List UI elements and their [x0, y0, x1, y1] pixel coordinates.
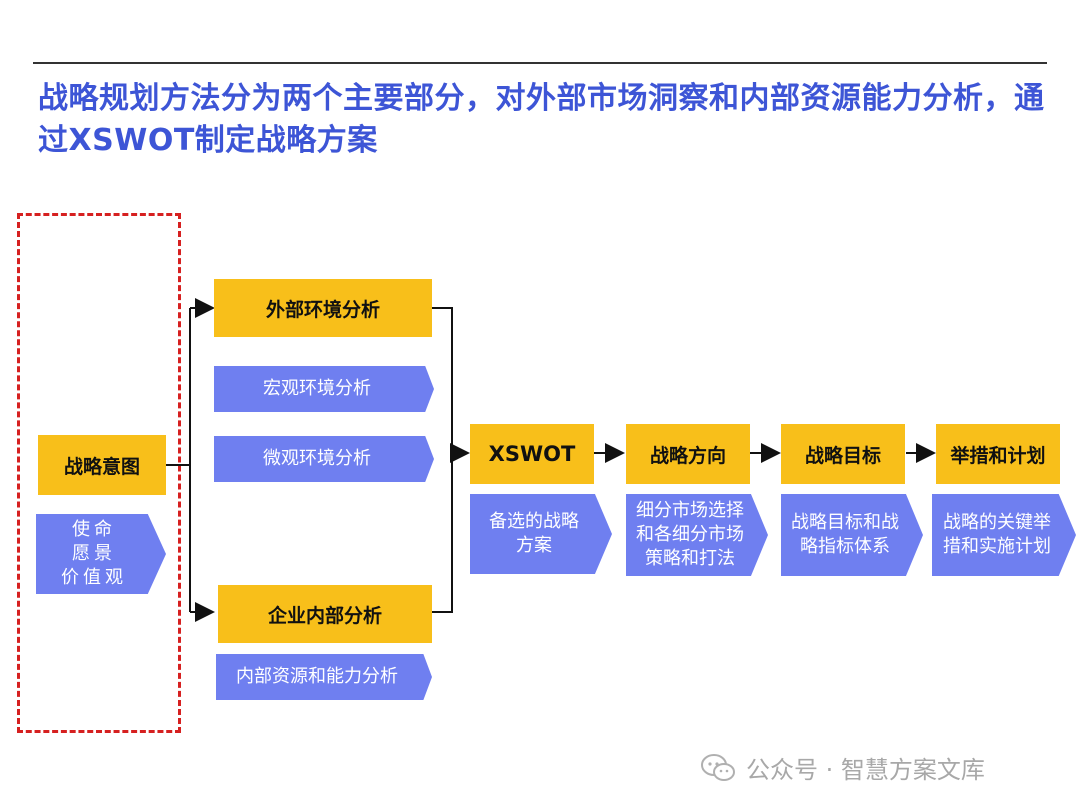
mission-chevron: 使命 愿景 价值观: [36, 514, 166, 594]
direction-label: 战略方向: [649, 444, 726, 467]
goal-desc-text: 战略目标和战 略指标体系: [791, 512, 899, 557]
external-analysis-label: 外部环境分析: [265, 298, 380, 321]
xswot-box: XSWOT: [470, 424, 594, 484]
xswot-desc-text: 备选的战略 方案: [489, 511, 579, 556]
external-to-merge: [432, 307, 453, 613]
xswot-label: XSWOT: [488, 442, 576, 466]
xswot-desc-chevron: 备选的战略 方案: [470, 494, 612, 574]
intent-dashed-frame: [17, 213, 181, 733]
internal-analysis-box: 企业内部分析: [218, 585, 432, 643]
top-divider: [33, 62, 1047, 64]
resource-text: 内部资源和能力分析: [236, 666, 398, 687]
goal-label: 战略目标: [804, 444, 881, 467]
external-analysis-box: 外部环境分析: [214, 279, 432, 337]
macro-text: 宏观环境分析: [263, 378, 371, 399]
watermark: 公众号 · 智慧方案文库: [700, 750, 985, 785]
internal-analysis-label: 企业内部分析: [267, 604, 382, 627]
plan-box: 举措和计划: [936, 424, 1060, 484]
plan-label: 举措和计划: [950, 444, 1046, 467]
mission-text: 使命 愿景 价值观: [61, 519, 127, 588]
watermark-text: 公众号 · 智慧方案文库: [746, 756, 985, 784]
macro-chevron: 宏观环境分析: [214, 366, 434, 412]
direction-box: 战略方向: [626, 424, 750, 484]
goal-box: 战略目标: [781, 424, 905, 484]
plan-desc-text: 战略的关键举 措和实施计划: [943, 512, 1051, 557]
resource-chevron: 内部资源和能力分析: [216, 654, 432, 700]
goal-desc-chevron: 战略目标和战 略指标体系: [781, 494, 923, 576]
micro-text: 微观环境分析: [263, 448, 371, 469]
direction-desc-text: 细分市场选择 和各细分市场 策略和打法: [636, 500, 744, 569]
intent-box: 战略意图: [38, 435, 166, 495]
wechat-icon: [701, 753, 735, 781]
page-title: 战略规划方法分为两个主要部分，对外部市场洞察和内部资源能力分析，通过XSWOT制…: [38, 81, 1045, 158]
direction-desc-chevron: 细分市场选择 和各细分市场 策略和打法: [626, 494, 768, 576]
plan-desc-chevron: 战略的关键举 措和实施计划: [932, 494, 1076, 576]
intent-label: 战略意图: [63, 455, 140, 478]
micro-chevron: 微观环境分析: [214, 436, 434, 482]
